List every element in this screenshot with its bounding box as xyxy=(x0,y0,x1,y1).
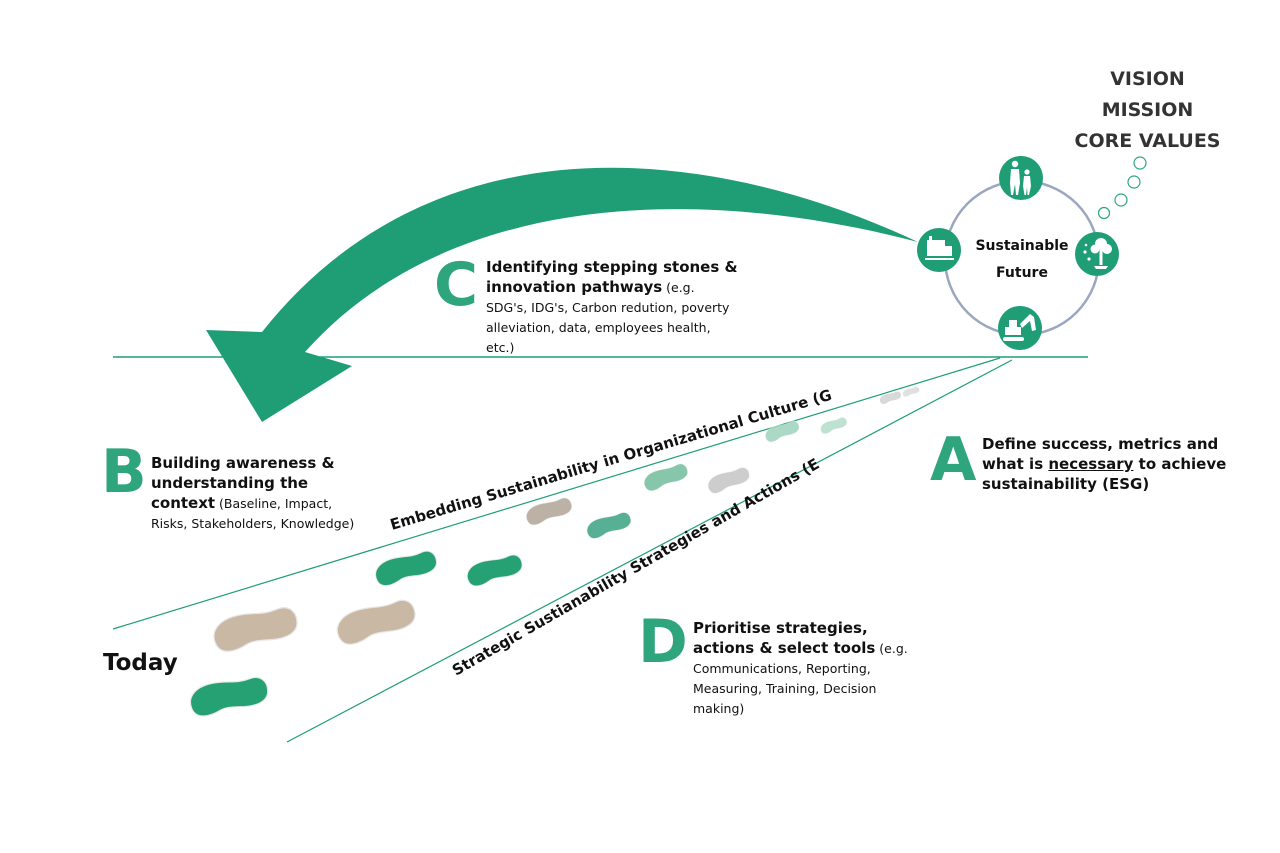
return-arrow xyxy=(206,167,918,422)
step-d-heading-line1: Prioritise strategies, xyxy=(693,619,868,637)
future-label-line1: Sustainable xyxy=(975,238,1069,254)
thought-bubble xyxy=(1114,193,1128,207)
step-d-rest: (e.g. xyxy=(875,641,908,656)
step-b-line4: Risks, Stakeholders, Knowledge) xyxy=(151,516,355,531)
footprint-tan xyxy=(209,600,302,656)
step-c-letter: C xyxy=(434,250,479,320)
step-d-line4: Measuring, Training, Decision xyxy=(693,681,877,696)
step-c-line3: SDG's, IDG's, Carbon redution, poverty xyxy=(486,300,730,315)
step-a-line1: Define success, metrics and xyxy=(982,435,1219,453)
step-c-rest: (e.g. xyxy=(662,280,695,295)
step-d-bold: actions & select tools xyxy=(693,639,876,657)
step-a-line2-pre: what is xyxy=(982,455,1049,473)
step-d-line3: Communications, Reporting, xyxy=(693,661,871,676)
step-c-bold: innovation pathways xyxy=(486,278,663,296)
step-d-line5: making) xyxy=(693,701,745,716)
step-a-line2-post: to achieve xyxy=(1133,455,1227,473)
thought-bubble xyxy=(1127,175,1141,189)
future-label-line2: Future xyxy=(996,265,1048,281)
vision-mission-values: VISION MISSION CORE VALUES xyxy=(1060,64,1235,157)
step-d-letter: D xyxy=(638,607,688,677)
step-c-heading-line2: innovation pathways (e.g. xyxy=(486,277,756,298)
footprint-tan xyxy=(523,493,575,528)
footprint-green xyxy=(371,545,440,590)
step-c-line4: alleviation, data, employees health, xyxy=(486,320,711,335)
footprint-green xyxy=(583,508,634,542)
footprint-green xyxy=(463,549,526,590)
step-a-underlined: necessary xyxy=(1048,455,1134,473)
tree-icon xyxy=(1075,232,1119,276)
step-b-heading-line2: understanding the xyxy=(151,474,309,492)
step-a-line2: what is necessary to achieve xyxy=(982,454,1242,474)
step-b-bold: context xyxy=(151,494,216,512)
step-b-letter: B xyxy=(101,437,147,507)
path-lower-line xyxy=(286,359,1013,743)
core-values-label: CORE VALUES xyxy=(1074,130,1221,152)
step-b-rest: (Baseline, Impact, xyxy=(215,496,333,511)
thought-bubble xyxy=(1097,206,1111,220)
factory-icon xyxy=(917,228,961,272)
step-b-heading-line3: context (Baseline, Impact, xyxy=(151,493,381,514)
step-c-heading-line1: Identifying stepping stones & xyxy=(486,258,738,276)
footprint-green xyxy=(186,670,272,720)
path-upper-line xyxy=(112,357,1001,630)
step-a-text: Define success, metrics and what is nece… xyxy=(982,434,1242,494)
step-d-text: Prioritise strategies, actions & select … xyxy=(693,618,933,719)
thought-bubble xyxy=(1133,156,1147,170)
step-a-line3: sustainability (ESG) xyxy=(982,475,1150,493)
step-b-text: Building awareness & understanding the c… xyxy=(151,453,381,534)
vision-label: VISION xyxy=(1110,68,1185,90)
step-c-text: Identifying stepping stones & innovation… xyxy=(486,257,756,358)
people-icon xyxy=(999,156,1043,200)
step-a-letter: A xyxy=(930,425,977,495)
step-c-line5: etc.) xyxy=(486,340,515,355)
footprint-green xyxy=(818,414,849,436)
step-b-heading-line1: Building awareness & xyxy=(151,454,335,472)
today-label: Today xyxy=(103,650,178,676)
mission-label: MISSION xyxy=(1101,99,1194,121)
footprint-grey xyxy=(704,463,752,496)
future-label: Sustainable Future xyxy=(960,233,1084,287)
step-d-heading-line2: actions & select tools (e.g. xyxy=(693,638,933,659)
footprint-tan xyxy=(332,592,420,649)
excavator-icon xyxy=(998,306,1042,350)
